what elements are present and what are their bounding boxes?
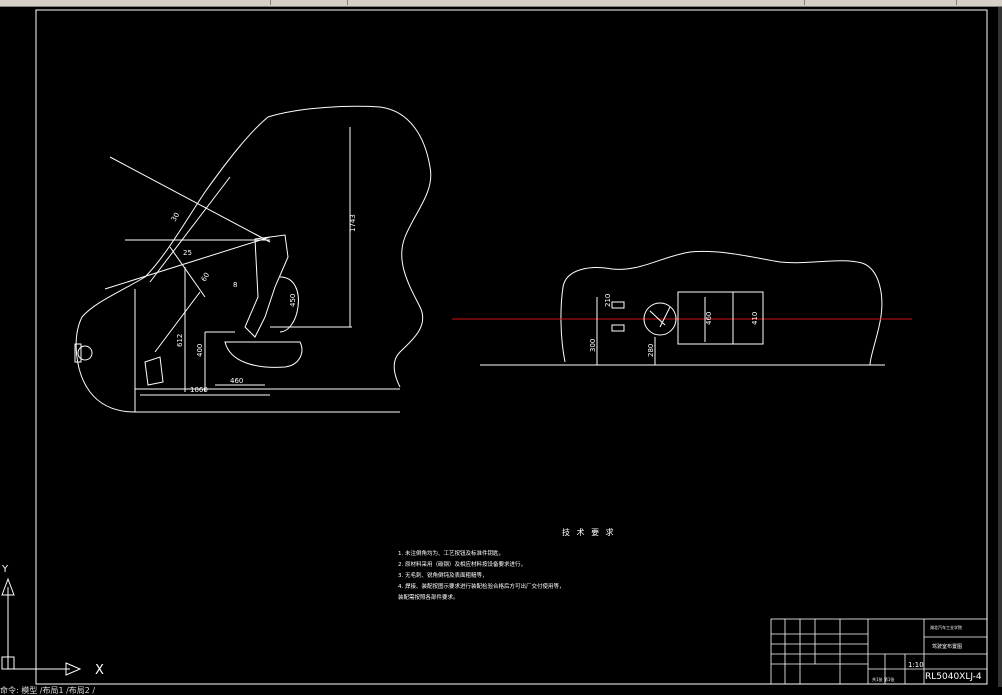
dim-460: 460	[230, 377, 243, 385]
dim-400: 400	[196, 344, 204, 357]
cab-outline	[267, 105, 432, 388]
tech-req-item: 3. 无毛刺、锐角倒钝及表面粗糙等，	[398, 571, 488, 579]
toolbar-segment[interactable]	[271, 0, 348, 5]
mirror	[74, 343, 82, 363]
sheet-border	[35, 9, 988, 685]
toolbar-segment[interactable]	[806, 0, 957, 5]
ucs-x-label: X	[95, 663, 104, 678]
tech-req-item: 1. 未注倒角均为、工艺按钮及标准件钥匙，	[398, 549, 504, 557]
steering-column	[154, 291, 201, 353]
right-dimension-labels: 460 210 300 280 410	[589, 294, 759, 357]
mirror-detail	[77, 345, 93, 361]
toolbar-segment[interactable]	[0, 0, 271, 5]
title-block-sheet: 共1张 第1张	[872, 676, 894, 682]
toolbar-segment[interactable]	[350, 0, 805, 5]
dim-460-right: 460	[705, 312, 713, 325]
cab-side-view	[74, 105, 432, 413]
toolbar	[0, 0, 1002, 7]
headrest	[279, 276, 299, 333]
dim-30: 30	[170, 211, 181, 223]
dim-1743: 1743	[349, 214, 357, 232]
dim-8: 8	[233, 281, 237, 289]
tech-req-title: 技 术 要 求	[562, 527, 616, 537]
dim-210: 210	[604, 294, 612, 307]
dim-410: 410	[751, 312, 759, 325]
dim-25: 25	[183, 249, 192, 257]
ucs-y-label: Y	[1, 564, 9, 575]
title-block-product: 驾驶室布置图	[932, 643, 962, 650]
left-dimension-labels: 1743 8 612 400 1060 460 450 25 30 60	[170, 211, 357, 394]
sight-line-4	[149, 176, 231, 283]
dim-60: 60	[200, 271, 211, 283]
tech-req-item: 装配需按照各部件要求。	[398, 593, 459, 601]
dim-300: 300	[589, 339, 597, 352]
title-block-text: 湖北汽车工业学院 驾驶室布置图 1:10 RL5040XLJ-4 共1张 第1张	[872, 624, 982, 682]
cab-front-outline	[560, 250, 883, 366]
cab-outline-front	[75, 116, 269, 413]
dim-450: 450	[289, 294, 297, 307]
pedal	[144, 356, 164, 386]
angle-line	[169, 246, 206, 298]
technical-requirements: 技 术 要 求 1. 未注倒角均为、工艺按钮及标准件钥匙， 2. 原材料采用（碳…	[398, 527, 616, 601]
pedal-top	[611, 301, 625, 309]
drawing-canvas[interactable]: 1743 8 612 400 1060 460 450 25 30 60 460…	[0, 7, 1002, 687]
tech-req-item: 4. 焊接、装配按图示要求进行装配检验合格后方可出厂交付使用等，	[398, 582, 565, 590]
steering-wheel[interactable]	[643, 302, 677, 336]
ucs-icon	[1, 577, 82, 676]
title-block	[770, 618, 988, 685]
seat-cushion	[224, 341, 303, 368]
title-block-frame	[770, 618, 988, 685]
model-space	[0, 7, 1002, 687]
title-block-drawing-number: RL5040XLJ-4	[925, 672, 982, 682]
sight-line-1	[109, 156, 271, 243]
command-line[interactable]: 命令: 模型 /布局1 /布局2 /	[0, 686, 96, 695]
seat-side	[732, 291, 764, 345]
tech-req-item: 2. 原材料采用（碳钢）及相应材料按设备要求进行，	[398, 560, 526, 568]
seat-back	[244, 234, 289, 338]
title-block-scale: 1:10	[908, 661, 924, 669]
vertical-scrollbar[interactable]	[998, 7, 1002, 687]
steering-spoke	[659, 306, 671, 328]
cab-front-view	[452, 250, 912, 366]
sight-line-3	[104, 236, 271, 290]
pedal-bottom	[611, 324, 625, 332]
dim-1060: 1060	[190, 386, 208, 394]
dim-612: 612	[176, 334, 184, 347]
dim-280: 280	[647, 344, 655, 357]
title-block-company: 湖北汽车工业学院	[930, 624, 962, 630]
